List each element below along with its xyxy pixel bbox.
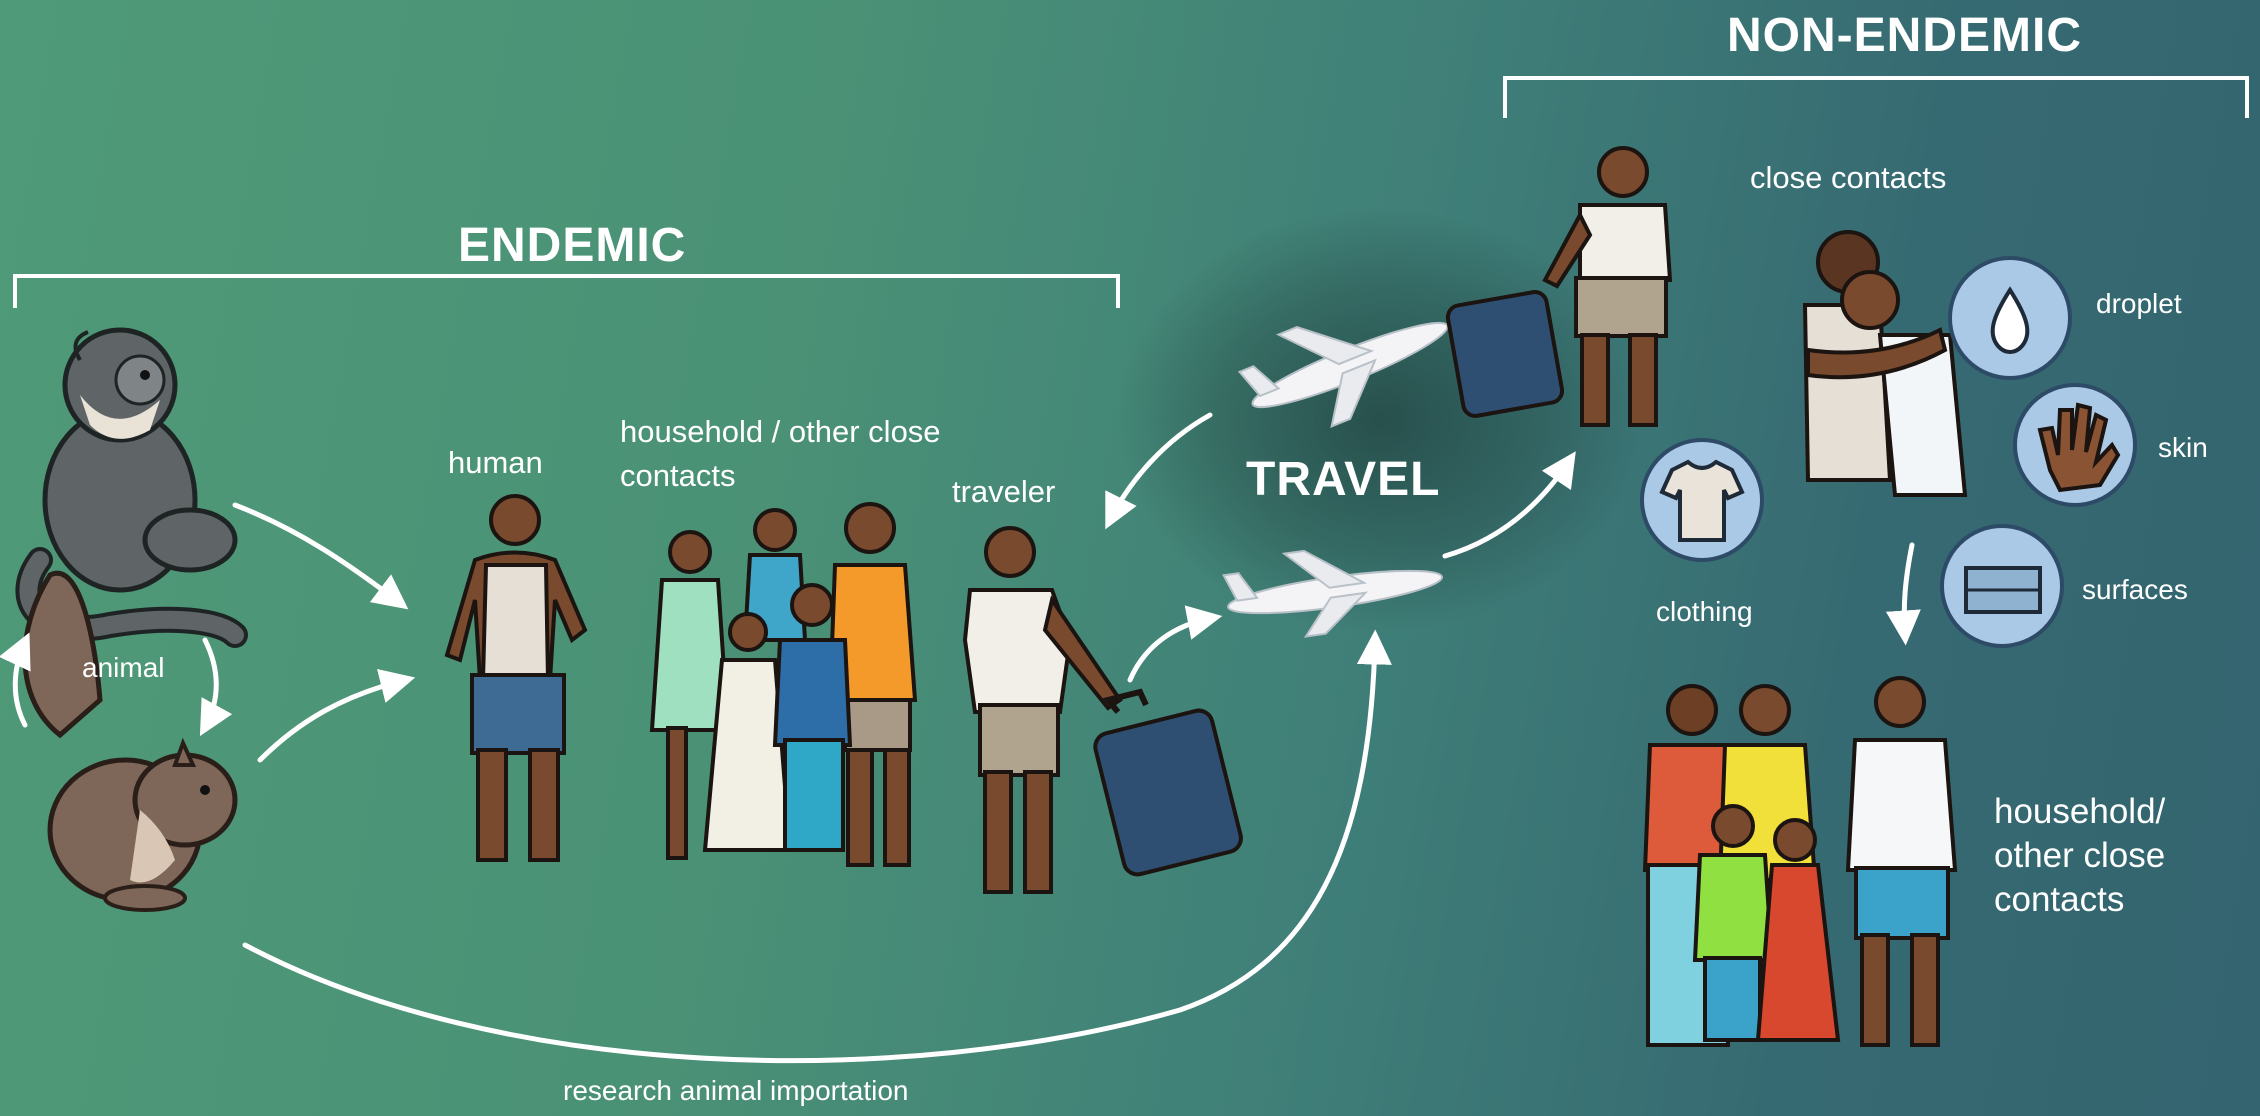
arrow-monkey-to-squirrel bbox=[199, 637, 233, 737]
household-group-nonendemic-figures bbox=[1642, 676, 1958, 1047]
arrows bbox=[0, 412, 1921, 1064]
arrow-monkey-to-human bbox=[232, 502, 409, 610]
household-group-figures bbox=[649, 502, 918, 867]
human-figure bbox=[444, 494, 588, 862]
arrow-plane-to-arriving bbox=[1442, 451, 1576, 559]
arrow-squirrel-to-monkey bbox=[0, 632, 31, 728]
endemic-heading: ENDEMIC bbox=[458, 219, 687, 272]
squirrel-figure bbox=[22, 570, 238, 912]
hugging-pair-figure bbox=[1802, 230, 1968, 497]
non-endemic-heading: NON-ENDEMIC bbox=[1727, 9, 2082, 62]
droplet-label: droplet bbox=[2096, 288, 2182, 319]
traveler-figure bbox=[962, 526, 1243, 894]
human-label: human bbox=[448, 445, 543, 480]
suitcase-icon bbox=[1093, 688, 1243, 877]
arrow-return-to-endemic bbox=[1105, 412, 1213, 530]
traveler-label: traveler bbox=[952, 474, 1056, 509]
close-contacts-label: close contacts bbox=[1750, 160, 1947, 195]
clothing-label: clothing bbox=[1656, 596, 1753, 627]
arrow-contacts-to-household bbox=[1885, 542, 1921, 646]
surfaces-label: surfaces bbox=[2082, 574, 2188, 605]
arrow-squirrel-to-human bbox=[257, 668, 416, 763]
skin-label: skin bbox=[2158, 432, 2208, 463]
arrow-research-importation bbox=[242, 629, 1392, 1064]
droplet-circle bbox=[1948, 256, 2072, 380]
arriving-traveler-figure bbox=[1445, 146, 1673, 427]
monkey-figure bbox=[15, 327, 248, 648]
animal-label: animal bbox=[82, 652, 165, 683]
household-nonendemic-label: household/ other close contacts bbox=[1994, 792, 2166, 919]
airplane-icon-inbound bbox=[1222, 549, 1443, 638]
skin-circle bbox=[2013, 383, 2137, 507]
non-endemic-bracket bbox=[1503, 76, 2249, 118]
research-importation-label: research animal importation bbox=[563, 1075, 909, 1106]
arrow-traveler-to-plane bbox=[1127, 605, 1223, 683]
household-contacts-label: household / other close contacts bbox=[620, 414, 941, 493]
surfaces-circle bbox=[1940, 524, 2064, 648]
endemic-bracket bbox=[13, 274, 1120, 308]
clothing-circle bbox=[1640, 438, 1764, 562]
travel-heading: TRAVEL bbox=[1246, 453, 1441, 506]
arriving-suitcase-icon bbox=[1445, 290, 1565, 418]
airplane-icon-outbound bbox=[1237, 321, 1449, 428]
